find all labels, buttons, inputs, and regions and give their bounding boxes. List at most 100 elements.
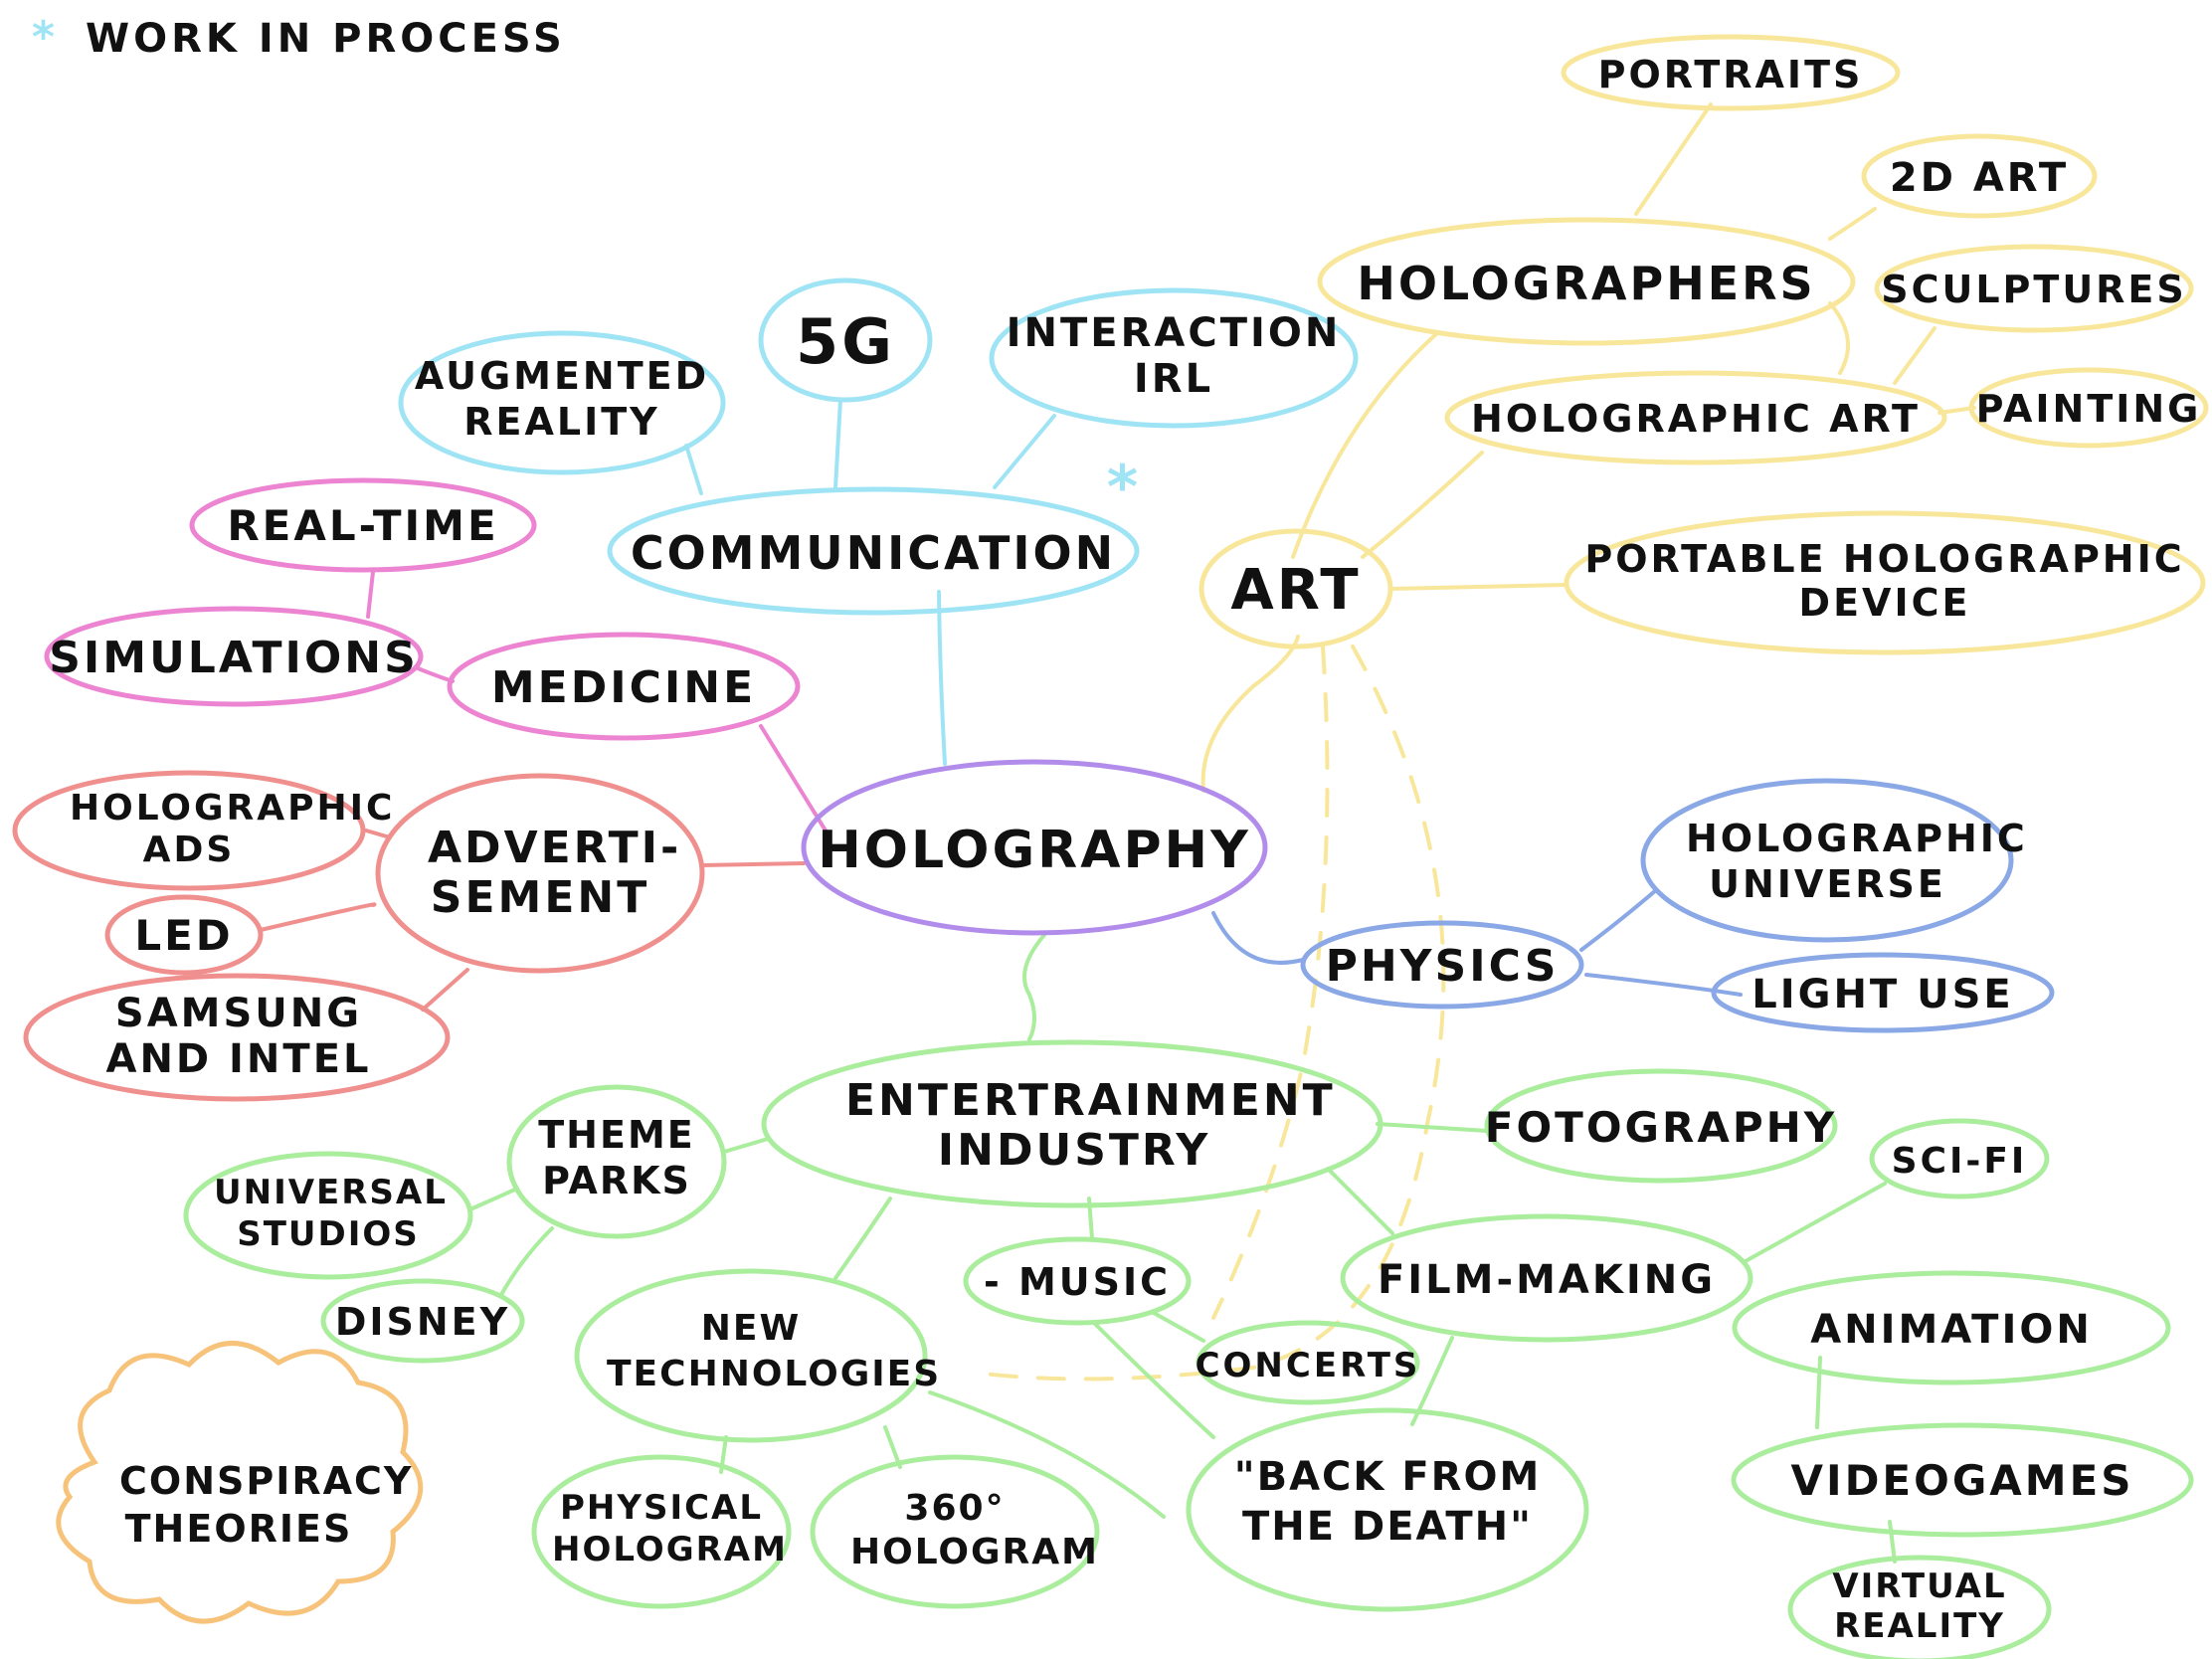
node-back-from-death[interactable]: "BACK FROM THE DEATH" [1186, 1407, 1589, 1612]
node-medicine[interactable]: MEDICINE [447, 632, 801, 741]
node-holographic-universe[interactable]: HOLOGRAPHIC UNIVERSE [1640, 778, 2025, 943]
node-portable-device[interactable]: PORTABLE HOLOGRAPHIC DEVICE [1564, 510, 2206, 655]
node-universal-studios[interactable]: UNIVERSAL STUDIOS [183, 1151, 473, 1280]
node-advertisement-outline [375, 773, 705, 974]
node-back-from-death-outline [1186, 1407, 1589, 1612]
node-art[interactable]: ART [1198, 528, 1393, 649]
edge-film-sci-fi [1744, 1182, 1887, 1263]
node-disney-label: DISNEY [335, 1300, 510, 1344]
node-videogames[interactable]: VIDEOGAMES [1731, 1422, 2194, 1538]
node-theme-parks[interactable]: THEME PARKS [506, 1084, 727, 1239]
node-advertisement[interactable]: ADVERTI- SEMENT [375, 773, 705, 974]
node-samsung-intel[interactable]: SAMSUNG AND INTEL [23, 973, 451, 1102]
node-theme-parks-label: THEME PARKS [538, 1113, 695, 1202]
node-interaction-irl[interactable]: INTERACTION IRL [989, 287, 1359, 429]
node-entertainment-label: ENTERTRAINMENT INDUSTRY [845, 1075, 1336, 1176]
node-simulations-label: SIMULATIONS [49, 633, 419, 683]
node-sci-fi[interactable]: SCI-FI [1869, 1118, 2050, 1199]
edge-entertainment-film-making [1326, 1167, 1394, 1235]
node-holographers-outline [1317, 217, 1856, 346]
node-portraits[interactable]: PORTRAITS [1561, 34, 1901, 111]
node-holography[interactable]: HOLOGRAPHY [801, 759, 1268, 936]
node-sculptures[interactable]: SCULPTURES [1874, 244, 2194, 333]
node-holographic-ads-label-box: HOLOGRAPHIC ADS [70, 788, 396, 870]
node-animation-label: ANIMATION [1810, 1307, 2093, 1353]
edge-music-concerts [1152, 1311, 1205, 1343]
node-interaction-irl-label-box: INTERACTION IRL [1006, 310, 1342, 402]
node-holographic-art[interactable]: HOLOGRAPHIC ART [1444, 370, 1947, 465]
node-holography-label: HOLOGRAPHY [818, 821, 1250, 880]
edge-art-portable [1388, 583, 1568, 591]
node-painting[interactable]: PAINTING [1968, 367, 2209, 449]
edge-videogames-vr [1888, 1520, 1897, 1564]
node-holographic-ads-label: HOLOGRAPHIC ADS [70, 788, 396, 870]
node-fotography[interactable]: FOTOGRAPHY [1484, 1068, 1838, 1184]
header: * WORK IN PROCESS [32, 12, 562, 63]
node-conspiracy-cloud [56, 1341, 424, 1624]
header-asterisk: * [32, 12, 59, 63]
edge-communication-interaction [993, 414, 1056, 489]
edge-communication-5g [833, 398, 842, 489]
node-sculptures-label: SCULPTURES [1881, 268, 2187, 311]
node-universal-studios-label-box: UNIVERSAL STUDIOS [214, 1173, 446, 1254]
node-music[interactable]: - MUSIC [963, 1236, 1192, 1326]
node-augmented-reality-label-box: AUGMENTED REALITY [415, 354, 706, 444]
node-medicine-outline [447, 632, 801, 741]
node-advertisement-label-box: ADVERTI- SEMENT [428, 824, 678, 923]
node-holography-outline [801, 759, 1268, 936]
node-led[interactable]: LED [104, 894, 264, 976]
node-art-label: ART [1230, 558, 1361, 623]
node-concerts[interactable]: CONCERTS [1196, 1320, 1421, 1405]
node-painting-outline [1968, 367, 2209, 449]
node-5g-label: 5G [796, 305, 895, 378]
node-360-hologram[interactable]: 360° HOLOGRAM [810, 1454, 1100, 1609]
node-simulations[interactable]: SIMULATIONS [44, 606, 424, 707]
edge-holography-physics [1211, 911, 1305, 965]
node-holographic-ads[interactable]: HOLOGRAPHIC ADS [12, 770, 396, 891]
node-portraits-outline [1561, 34, 1901, 111]
node-film-making[interactable]: FILM-MAKING [1340, 1213, 1753, 1343]
edge-film-back-from-death [1410, 1336, 1454, 1426]
node-2d-art[interactable]: 2D ART [1861, 133, 2098, 219]
node-real-time[interactable]: REAL-TIME [189, 477, 537, 573]
edge-art-holographic-art [1361, 451, 1484, 559]
node-communication-outline [607, 486, 1140, 616]
node-videogames-outline [1731, 1422, 2194, 1538]
node-virtual-reality[interactable]: VIRTUAL REALITY [1787, 1555, 2052, 1659]
node-samsung-intel-label: SAMSUNG AND INTEL [105, 991, 372, 1082]
node-conspiracy[interactable]: CONSPIRACY THEORIES [56, 1341, 424, 1624]
node-entertainment[interactable]: ENTERTRAINMENT INDUSTRY [761, 1039, 1383, 1208]
node-augmented-reality[interactable]: AUGMENTED REALITY [398, 330, 726, 475]
node-interaction-irl-label: INTERACTION IRL [1006, 310, 1342, 402]
node-physical-hologram-outline [531, 1454, 792, 1609]
node-new-technologies-label-box: NEW TECHNOLOGIES [607, 1308, 939, 1394]
node-film-making-label: FILM-MAKING [1378, 1257, 1716, 1303]
node-animation-outline [1732, 1270, 2171, 1385]
node-disney[interactable]: DISNEY [320, 1278, 525, 1364]
node-led-label: LED [134, 911, 233, 960]
node-theme-parks-label-box: THEME PARKS [538, 1113, 695, 1202]
node-portraits-label: PORTRAITS [1598, 53, 1864, 96]
node-light-use[interactable]: LIGHT USE [1711, 952, 2055, 1033]
node-360-hologram-label-box: 360° HOLOGRAM [850, 1488, 1099, 1572]
edge-holography-entertainment [1022, 933, 1046, 1041]
node-disney-outline [320, 1278, 525, 1364]
node-animation[interactable]: ANIMATION [1732, 1270, 2171, 1385]
node-communication[interactable]: COMMUNICATION [607, 486, 1140, 616]
node-samsung-intel-label-box: SAMSUNG AND INTEL [105, 991, 372, 1082]
node-back-from-death-label: "BACK FROM THE DEATH" [1233, 1454, 1542, 1550]
node-interaction-irl-outline [989, 287, 1359, 429]
edge-art-dashed-b [973, 645, 1446, 1382]
node-physical-hologram[interactable]: PHYSICAL HOLOGRAM [531, 1454, 792, 1609]
node-new-technologies[interactable]: NEW TECHNOLOGIES [574, 1268, 939, 1443]
node-holographers[interactable]: HOLOGRAPHERS [1317, 217, 1856, 346]
node-virtual-reality-outline [1787, 1555, 2052, 1659]
node-physics[interactable]: PHYSICS [1300, 920, 1584, 1010]
node-videogames-label: VIDEOGAMES [1790, 1456, 2133, 1505]
node-360-hologram-label: 360° HOLOGRAM [850, 1488, 1099, 1572]
node-new-technologies-outline [574, 1268, 928, 1443]
node-simulations-outline [44, 606, 424, 707]
edge-newtech-360 [883, 1425, 902, 1469]
node-5g[interactable]: 5G [758, 277, 933, 403]
node-conspiracy-label: CONSPIRACY THEORIES [119, 1459, 414, 1551]
